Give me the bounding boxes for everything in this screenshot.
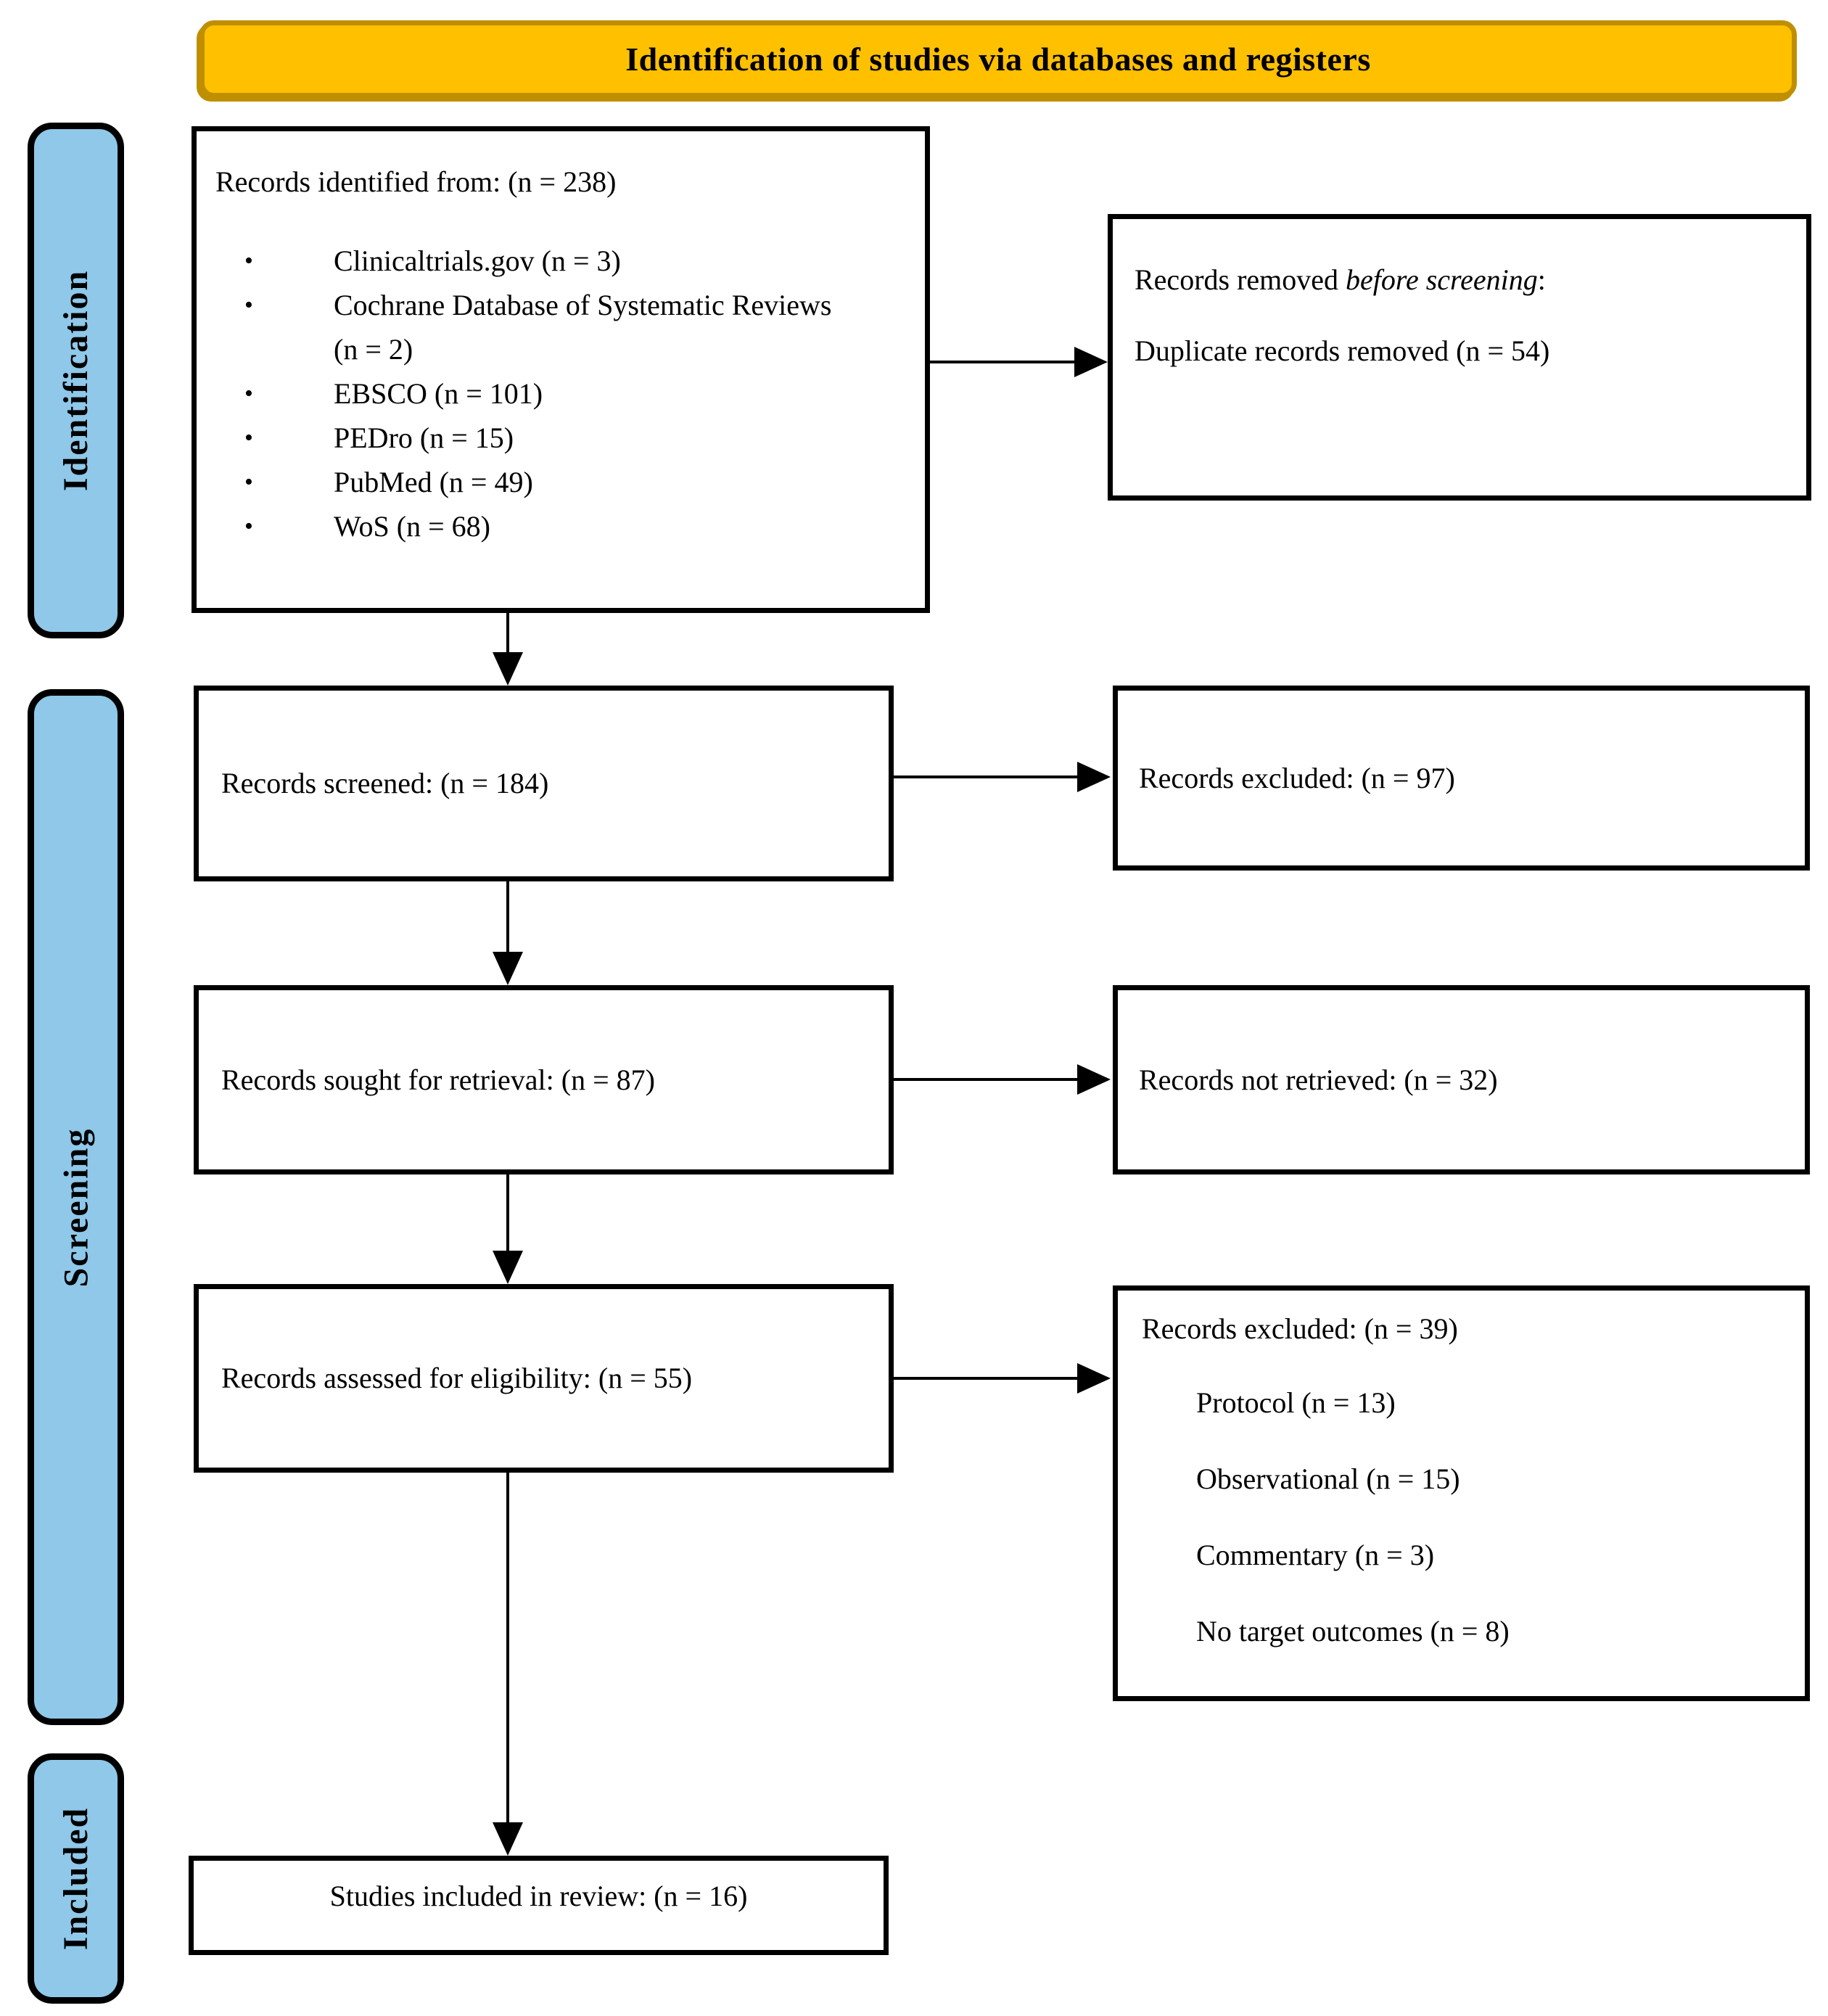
stage-screening: Screening <box>28 689 124 1725</box>
duplicates-removed-text: Duplicate records removed (n = 54) <box>1135 334 1550 367</box>
list-item: • PEDro (n = 15) <box>215 416 856 460</box>
list-item: • EBSCO (n = 101) <box>215 371 856 416</box>
exclusion-reason-list: Protocol (n = 13) Observational (n = 15)… <box>1142 1381 1790 1654</box>
database-pedro: PEDro (n = 15) <box>334 421 514 454</box>
arrow-line <box>930 361 1076 363</box>
arrow-head-icon <box>493 952 523 985</box>
bullet-icon: • <box>244 380 253 407</box>
bullet-icon: • <box>244 513 253 540</box>
box-records-not-retrieved: Records not retrieved: (n = 32) <box>1113 985 1810 1174</box>
box-records-removed: Records removed before screening: Duplic… <box>1108 214 1811 501</box>
arrow-line <box>506 881 509 954</box>
database-wos: WoS (n = 68) <box>334 510 490 543</box>
box-records-screened: Records screened: (n = 184) <box>194 686 894 881</box>
banner-title: Identification of studies via databases … <box>625 41 1371 78</box>
database-ebsco: EBSCO (n = 101) <box>334 377 543 410</box>
exclusion-reason-protocol: Protocol (n = 13) <box>1196 1386 1396 1419</box>
stage-included-label: Included <box>57 1806 95 1951</box>
box-records-assessed: Records assessed for eligibility: (n = 5… <box>194 1284 894 1473</box>
arrow-head-icon <box>493 1822 523 1856</box>
arrow-line <box>894 1377 1079 1380</box>
arrow-line <box>506 613 509 657</box>
box-records-sought: Records sought for retrieval: (n = 87) <box>194 985 894 1174</box>
box-records-excluded-screening: Records excluded: (n = 97) <box>1113 686 1810 871</box>
records-removed-prefix: Records removed <box>1135 263 1346 296</box>
stage-screening-label: Screening <box>57 1127 95 1287</box>
database-clinicaltrials: Clinicaltrials.gov (n = 3) <box>334 244 621 277</box>
stage-identification: Identification <box>28 123 124 638</box>
records-removed-italic: before screening <box>1346 263 1538 296</box>
bullet-icon: • <box>244 469 253 495</box>
list-item: • Cochrane Database of Systematic Reviews… <box>215 283 856 371</box>
bullet-icon: • <box>244 424 253 451</box>
arrow-head-icon <box>1074 347 1108 377</box>
arrow-line <box>894 775 1079 778</box>
records-removed-suffix: : <box>1537 263 1546 296</box>
list-item: • WoS (n = 68) <box>215 504 856 548</box>
box-studies-included: Studies included in review: (n = 16) <box>189 1856 889 1955</box>
stage-included: Included <box>28 1753 124 2004</box>
records-identified-title: Records identified from: (n = 238) <box>215 165 617 198</box>
arrow-head-icon <box>493 652 523 686</box>
bullet-icon: • <box>244 247 253 274</box>
arrow-head-icon <box>1077 1064 1111 1095</box>
box-records-excluded-eligibility: Records excluded: (n = 39) Protocol (n =… <box>1113 1285 1810 1701</box>
list-item: • Clinicaltrials.gov (n = 3) <box>215 239 856 283</box>
exclusion-reason-commentary: Commentary (n = 3) <box>1196 1539 1435 1571</box>
exclusion-reason-observational: Observational (n = 15) <box>1196 1462 1460 1495</box>
exclusion-reason-no-target-outcomes: No target outcomes (n = 8) <box>1196 1615 1510 1647</box>
arrow-line <box>506 1174 509 1253</box>
banner: Identification of studies via databases … <box>199 20 1797 98</box>
arrow-line <box>506 1473 509 1828</box>
records-excluded-screening-text: Records excluded: (n = 97) <box>1139 761 1455 794</box>
arrow-line <box>894 1078 1079 1081</box>
bullet-icon: • <box>244 292 253 318</box>
box-records-identified: Records identified from: (n = 238) • Clin… <box>192 126 930 613</box>
database-pubmed: PubMed (n = 49) <box>334 466 533 498</box>
records-sought-text: Records sought for retrieval: (n = 87) <box>221 1063 655 1096</box>
list-item: • PubMed (n = 49) <box>215 460 856 504</box>
records-screened-text: Records screened: (n = 184) <box>221 767 549 799</box>
records-removed-title: Records removed before screening: <box>1135 260 1784 300</box>
arrow-head-icon <box>1077 1363 1111 1394</box>
stage-identification-label: Identification <box>57 269 95 492</box>
studies-included-text: Studies included in review: (n = 16) <box>329 1879 748 1912</box>
records-assessed-text: Records assessed for eligibility: (n = 5… <box>221 1362 693 1394</box>
database-list: • Clinicaltrials.gov (n = 3) • Cochrane Da… <box>215 239 903 548</box>
records-excluded-eligibility-title: Records excluded: (n = 39) <box>1142 1312 1458 1345</box>
arrow-head-icon <box>1077 762 1111 792</box>
arrow-head-icon <box>493 1251 523 1284</box>
database-cochrane: Cochrane Database of Systematic Reviews … <box>334 289 832 366</box>
records-not-retrieved-text: Records not retrieved: (n = 32) <box>1139 1063 1498 1096</box>
